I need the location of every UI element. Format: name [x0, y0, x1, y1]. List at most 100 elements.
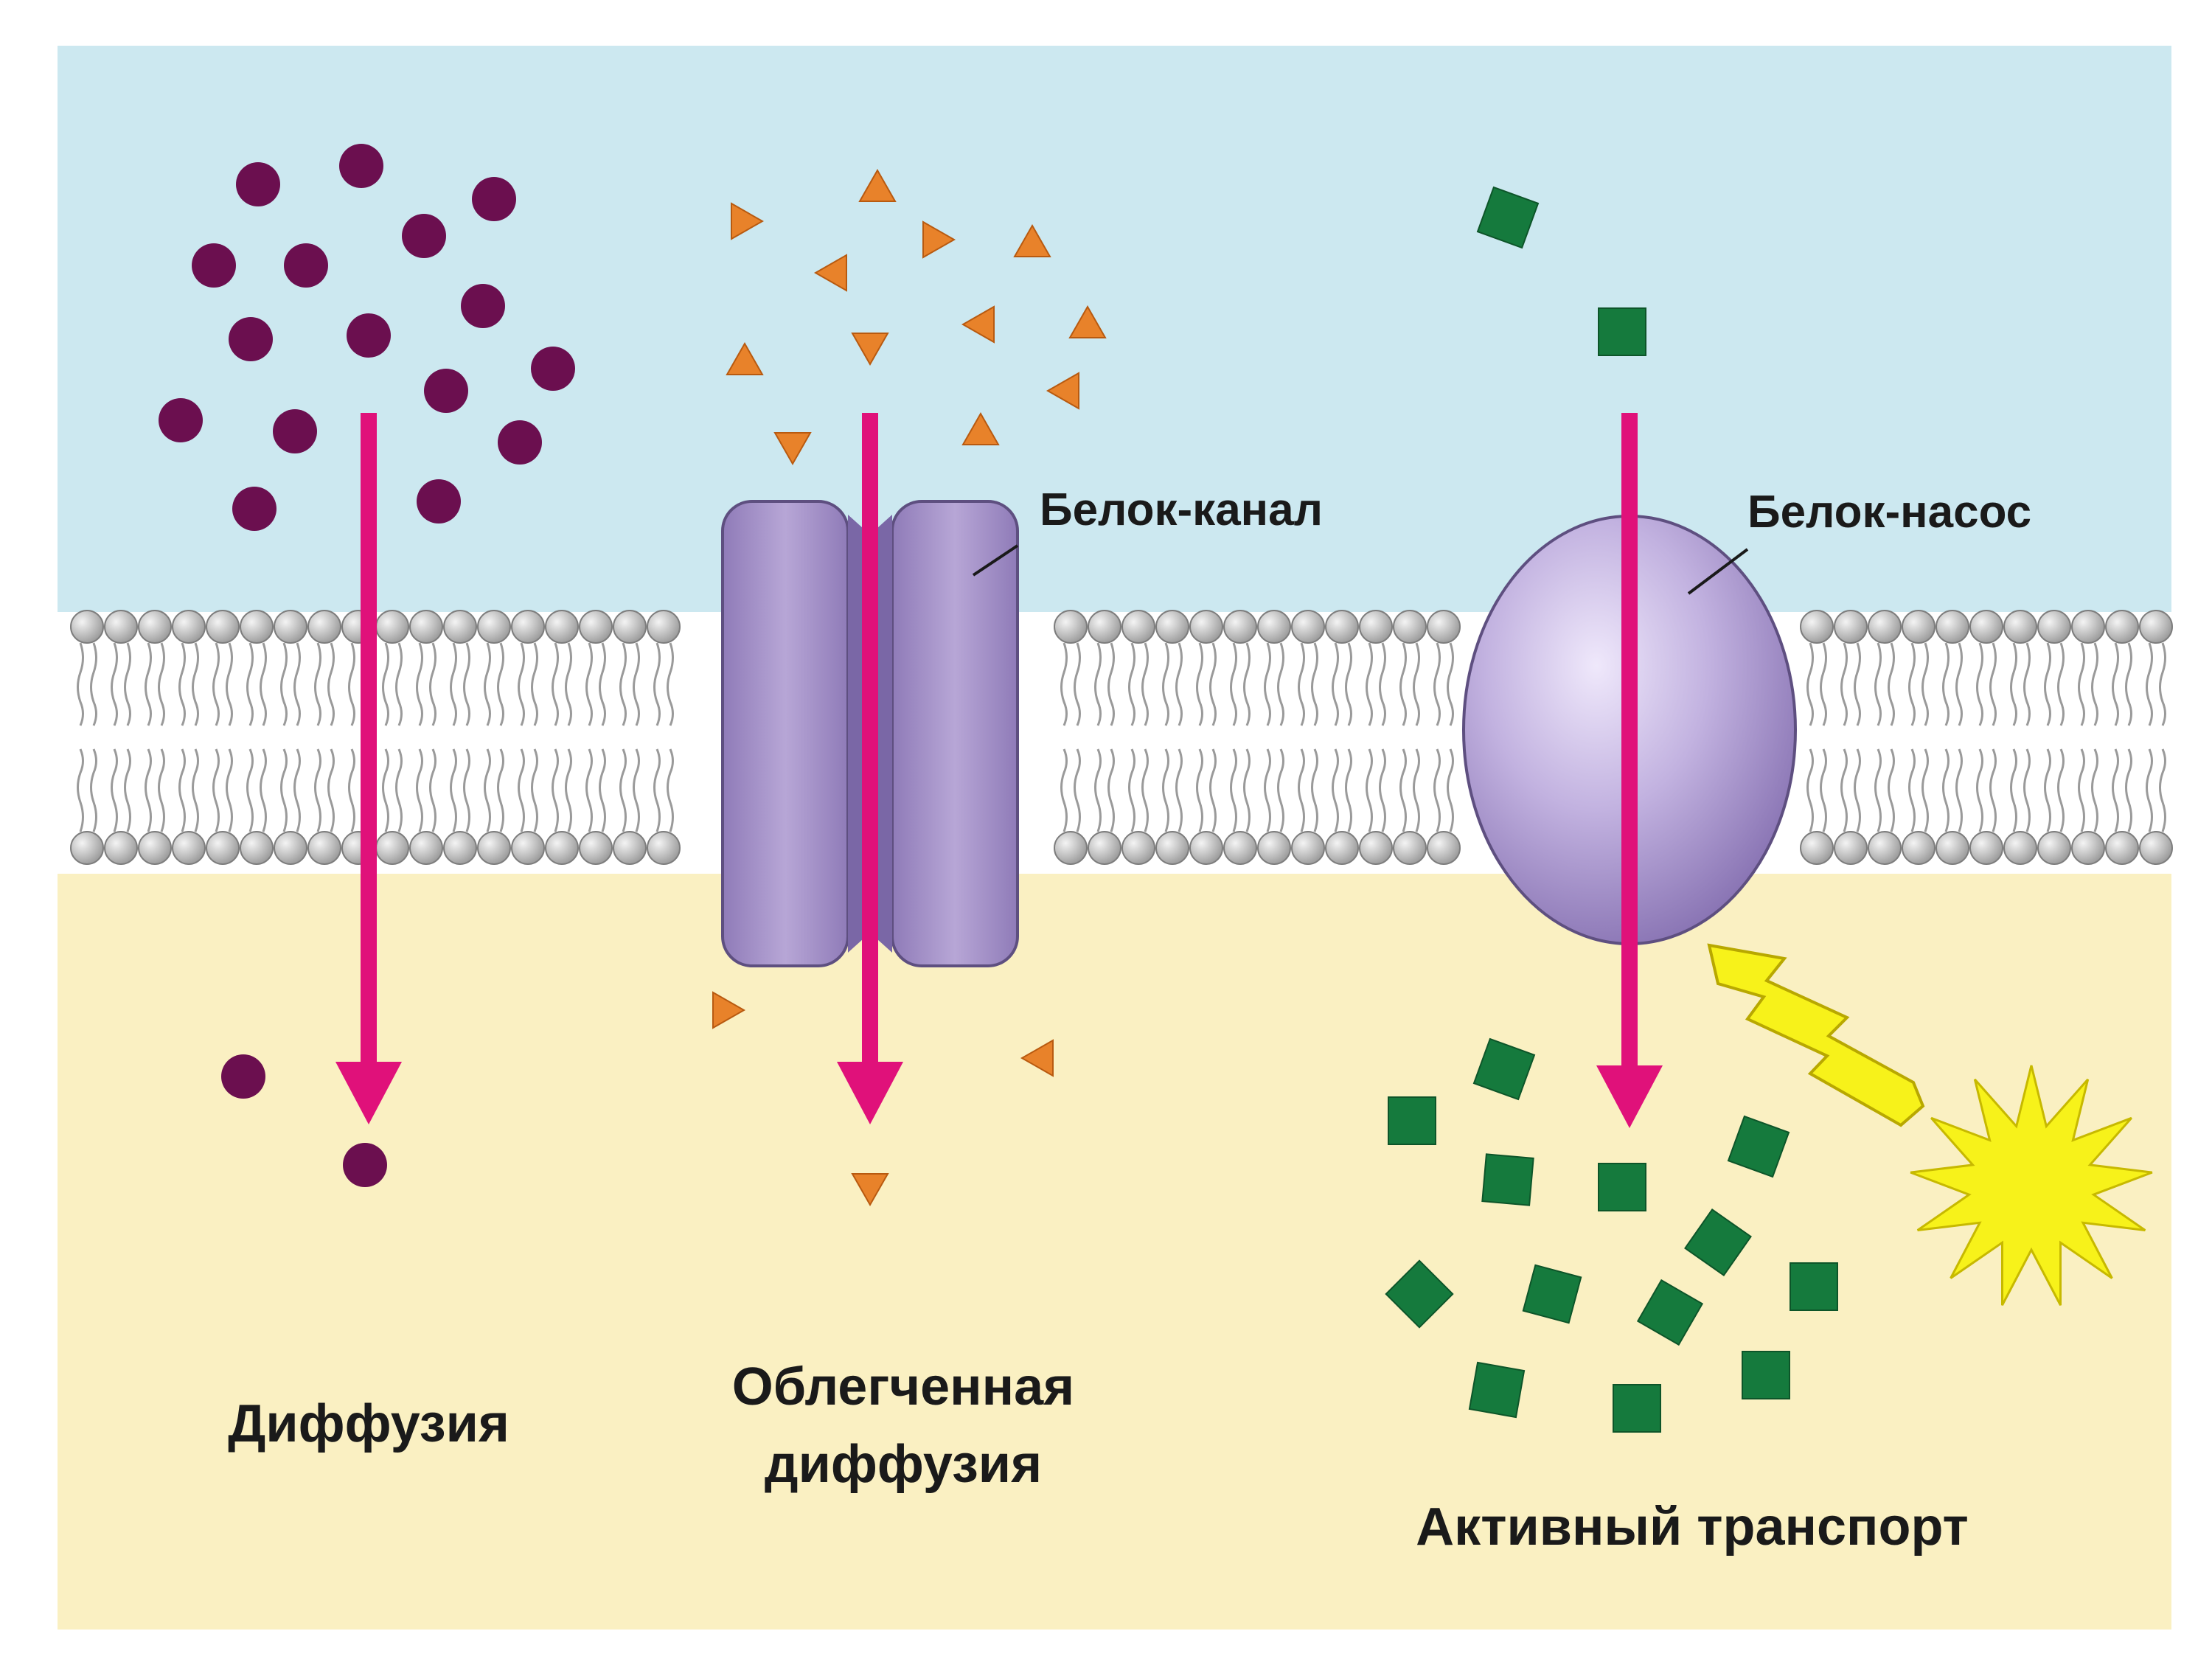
lipid-tail [382, 642, 389, 726]
lipid-tail [531, 642, 538, 726]
lipid-tail [395, 748, 403, 832]
diffusion-particle [347, 313, 391, 358]
diffusion-particle [284, 243, 328, 288]
lipid-tail [212, 642, 220, 726]
lipid-tail [178, 642, 186, 726]
lipid-head [545, 831, 579, 865]
lipid-tail [1209, 642, 1217, 726]
transport-arrow-shaft [862, 413, 878, 1069]
lipid-tail [348, 748, 355, 832]
lipid-tail [1447, 748, 1454, 832]
lipid-tail [77, 642, 84, 726]
lipid-tail [450, 642, 457, 726]
active-transport-particle [1613, 1384, 1661, 1433]
facilitated-particle [961, 411, 1000, 445]
lipid-head [1291, 610, 1325, 644]
lipid-tail [382, 748, 389, 832]
lipid-tail [2125, 642, 2132, 726]
lipid-tail [667, 748, 674, 832]
lipid-head [511, 831, 545, 865]
active-transport-label: Активный транспорт [1416, 1498, 1969, 1557]
lipid-head [1325, 831, 1359, 865]
lipid-tail [145, 748, 152, 832]
lipid-tail [518, 642, 525, 726]
lipid-tail [2044, 748, 2051, 832]
diffusion-particle [192, 243, 236, 288]
lipid-tail [2159, 642, 2166, 726]
lipid-head [1325, 610, 1359, 644]
lipid-head [2003, 610, 2037, 644]
channel-label-pointer [972, 544, 1019, 577]
lipid-head [307, 610, 341, 644]
lipid-tail [1806, 642, 1814, 726]
lipid-head [477, 831, 511, 865]
facilitated-particle [961, 305, 995, 344]
lipid-tail [1074, 642, 1081, 726]
active-transport-particle [1481, 1153, 1534, 1206]
lipid-head [1189, 831, 1223, 865]
lipid-tail [429, 748, 437, 832]
lipid-head [1189, 610, 1223, 644]
diffusion-particle [221, 1054, 265, 1099]
lipid-tail [497, 748, 504, 832]
lipid-head [1257, 831, 1291, 865]
lipid-head [511, 610, 545, 644]
lipid-tail [1332, 748, 1339, 832]
pump-label-pointer [1687, 548, 1749, 595]
lipid-head [443, 610, 477, 644]
lipid-tail [1874, 642, 1882, 726]
lipid-head [443, 831, 477, 865]
lipid-head [1902, 610, 1935, 644]
lipid-tail [246, 748, 254, 832]
active-transport-particle [1472, 1037, 1536, 1101]
lipid-tail [619, 642, 627, 726]
lipid-head [613, 610, 647, 644]
lipid-tail [633, 748, 640, 832]
lipid-tail [212, 748, 220, 832]
lipid-tail [1399, 748, 1407, 832]
lipid-tail [1806, 748, 1814, 832]
lipid-tail [1379, 748, 1386, 832]
lipid-tail [192, 748, 199, 832]
lipid-head [1054, 610, 1088, 644]
lipid-head [409, 610, 443, 644]
active-transport-particle [1522, 1264, 1582, 1324]
lipid-tail [1840, 642, 1848, 726]
lipid-tail [599, 642, 606, 726]
facilitated-particle [858, 168, 897, 202]
lipid-head [206, 610, 240, 644]
lipid-tail [158, 748, 165, 832]
lipid-head [70, 610, 104, 644]
lipid-tail [1379, 642, 1386, 726]
active-transport-particle [1385, 1259, 1454, 1329]
lipid-head [1868, 610, 1902, 644]
lipid-tail [1175, 642, 1183, 726]
lipid-tail [226, 748, 233, 832]
lipid-head [1088, 610, 1121, 644]
lipid-head [1121, 831, 1155, 865]
lipid-head [2037, 610, 2071, 644]
lipid-head [240, 831, 274, 865]
lipid-tail [1942, 748, 1950, 832]
lipid-tail [1989, 748, 1997, 832]
lipid-head [2003, 831, 2037, 865]
lipid-tail [1921, 642, 1929, 726]
lipid-tail [1854, 748, 1861, 832]
lipid-head [1935, 610, 1969, 644]
lipid-tail [1413, 748, 1420, 832]
lipid-tail [1976, 748, 1983, 832]
lipid-tail [1447, 642, 1454, 726]
channel-protein-label: Белок-канал [1040, 484, 1323, 535]
lightning-bolt-icon [1707, 943, 1925, 1127]
lipid-tail [2159, 748, 2166, 832]
lipid-tail [1298, 748, 1305, 832]
lipid-tail [90, 748, 97, 832]
lipid-tail [1107, 642, 1115, 726]
lipid-tail [2010, 748, 2017, 832]
lipid-tail [2078, 748, 2085, 832]
lipid-tail [463, 642, 470, 726]
lipid-head [2139, 610, 2173, 644]
lipid-head [206, 831, 240, 865]
lipid-head [172, 831, 206, 865]
lipid-head [1257, 610, 1291, 644]
